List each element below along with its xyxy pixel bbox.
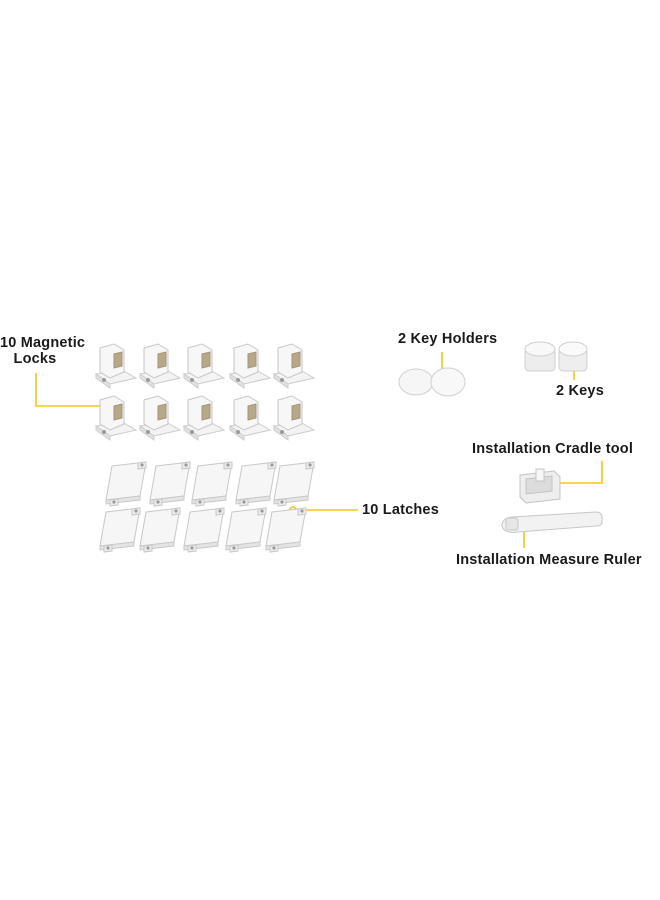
magnetic-lock bbox=[138, 395, 182, 441]
latch bbox=[183, 507, 225, 553]
magnetic-lock bbox=[272, 343, 316, 389]
key-holders-label: 2 Key Holders bbox=[398, 331, 498, 347]
latch bbox=[235, 461, 277, 507]
key-holders-image bbox=[398, 367, 466, 397]
magnetic-lock bbox=[228, 343, 272, 389]
magnetic-lock bbox=[94, 395, 138, 441]
latch bbox=[105, 461, 147, 507]
cradle-tool-label: Installation Cradle tool bbox=[472, 441, 634, 457]
magnetic-lock bbox=[228, 395, 272, 441]
magnetic-lock bbox=[94, 343, 138, 389]
callout-line-magnetic-locks bbox=[35, 373, 102, 407]
keys-image bbox=[524, 341, 588, 372]
magnetic-lock bbox=[182, 343, 226, 389]
latch bbox=[99, 507, 141, 553]
keys-label: 2 Keys bbox=[556, 383, 604, 399]
magnetic-locks-label: 10 Magnetic Locks bbox=[0, 335, 86, 367]
latches-label: 10 Latches bbox=[362, 502, 439, 518]
key-holder-disc bbox=[430, 367, 466, 397]
latch bbox=[191, 461, 233, 507]
magnetic-lock bbox=[138, 343, 182, 389]
key-cylinder bbox=[558, 341, 588, 372]
latch bbox=[225, 507, 267, 553]
cradle-tool-image bbox=[519, 468, 561, 504]
measure-ruler-image bbox=[501, 511, 603, 533]
magnetic-locks-label-line2: Locks bbox=[13, 351, 57, 367]
magnetic-lock bbox=[272, 395, 316, 441]
key-holder-disc bbox=[398, 368, 434, 396]
magnetic-locks-label-line1: 10 Magnetic bbox=[0, 335, 86, 351]
magnetic-lock bbox=[182, 395, 226, 441]
latch bbox=[149, 461, 191, 507]
latch bbox=[273, 461, 315, 507]
callout-line-cradle-tool bbox=[542, 461, 603, 484]
latch bbox=[139, 507, 181, 553]
key-cylinder bbox=[524, 341, 556, 372]
latch bbox=[265, 507, 307, 553]
measure-ruler-label: Installation Measure Ruler bbox=[456, 552, 642, 568]
